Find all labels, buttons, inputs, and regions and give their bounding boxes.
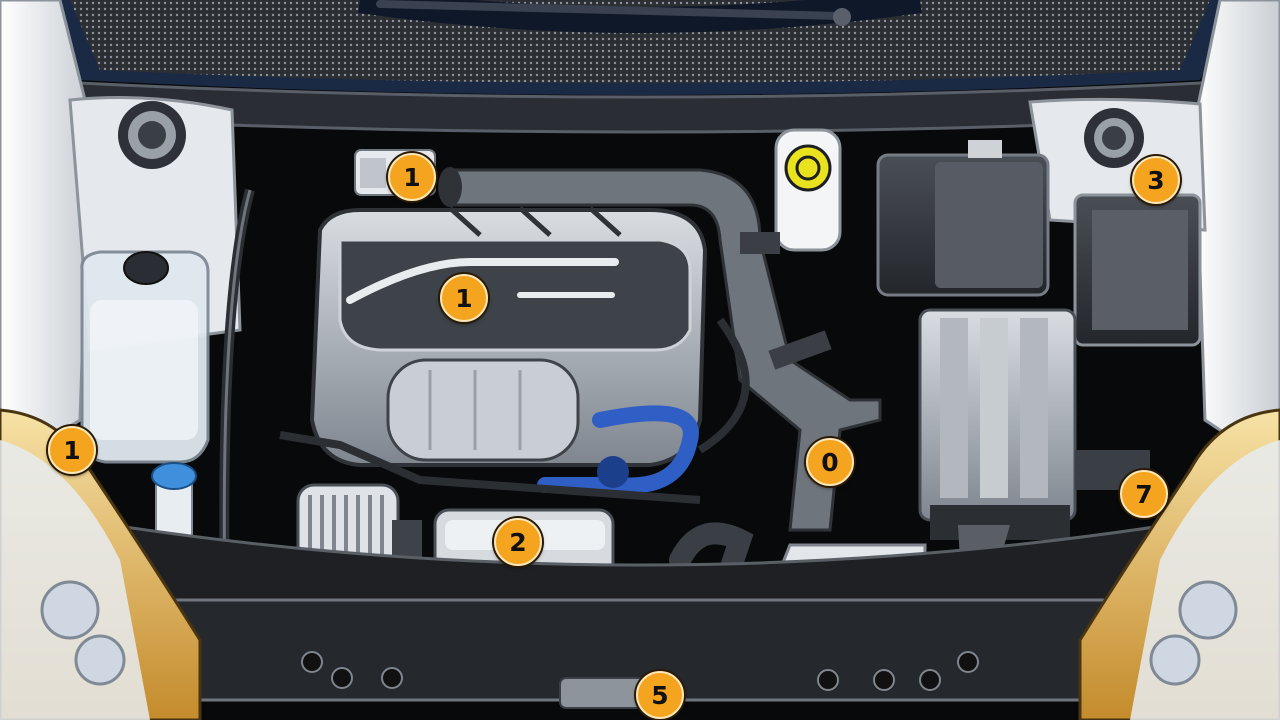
callout-badge-2: 2 [494, 518, 542, 566]
intake-plenum [386, 358, 580, 462]
hood-mesh-insulation [70, 0, 1210, 83]
wiper-arm [376, 0, 844, 20]
callout-badge-1-throttle: 1 [388, 153, 436, 201]
brake-fluid-cap [784, 144, 832, 192]
lower-radiator-hose [669, 522, 754, 651]
intake-hose [448, 168, 882, 532]
callout-badge-1-engine-cover: 1 [440, 274, 488, 322]
callout-badge-5: 5 [636, 671, 684, 719]
left-fender [0, 0, 92, 472]
bolts [301, 651, 979, 691]
right-fender [1193, 0, 1280, 472]
callout-badge-3: 3 [1132, 156, 1180, 204]
callout-badge-1-reservoir: 1 [48, 426, 96, 474]
callout-badge-0: 0 [806, 438, 854, 486]
reservoir-cap [123, 251, 169, 285]
callout-badge-7: 7 [1120, 470, 1168, 518]
coolant-hose [537, 405, 699, 494]
